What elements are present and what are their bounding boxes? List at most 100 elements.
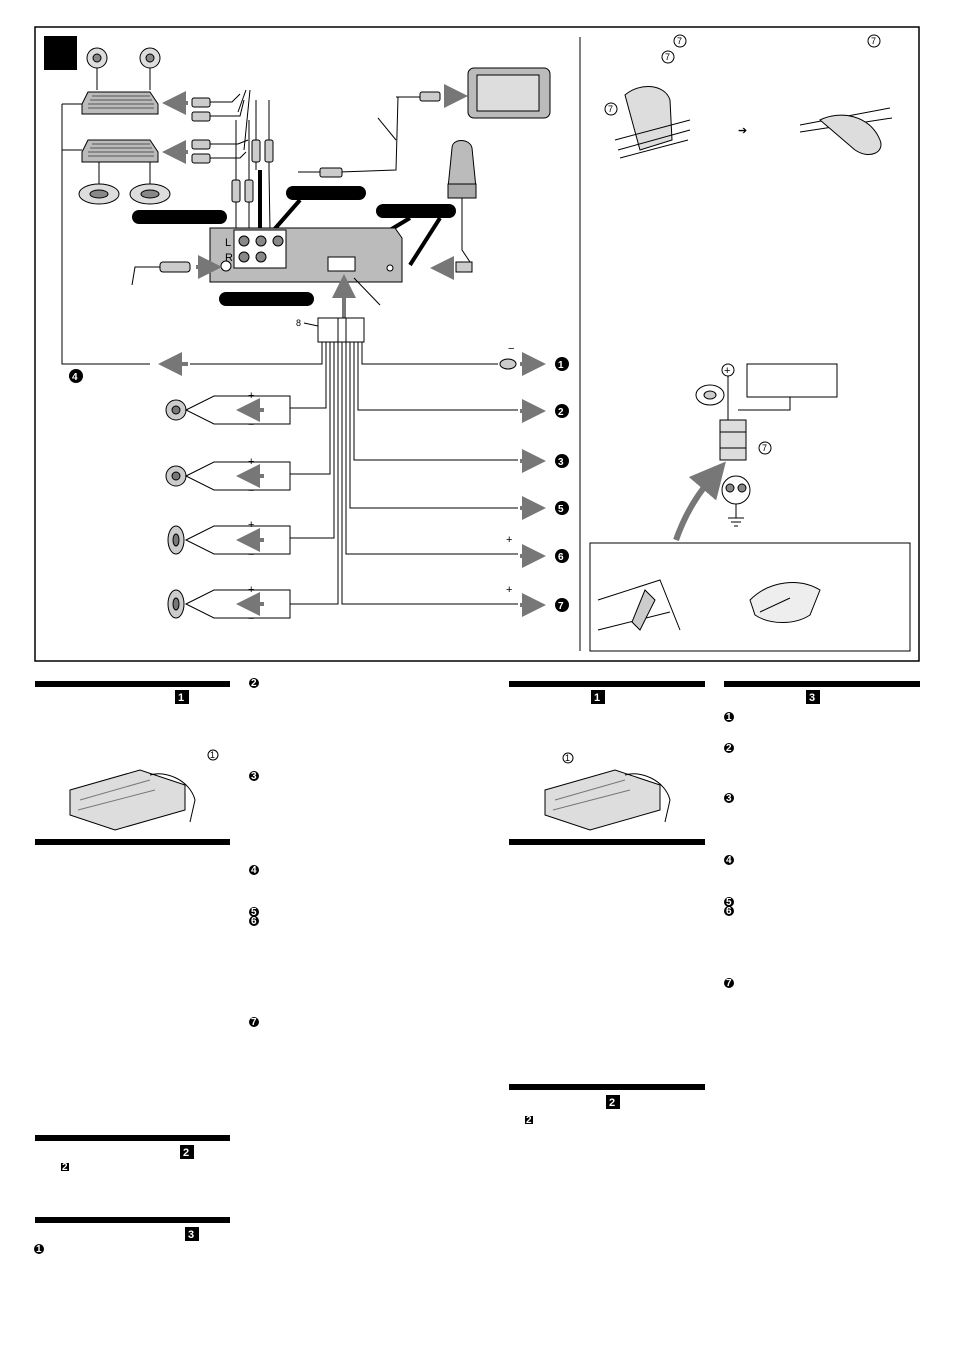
svg-text:6: 6 xyxy=(558,552,564,563)
wire-output-3: 3 xyxy=(520,449,569,473)
svg-text:+: + xyxy=(724,365,730,377)
monitor-rca-plug xyxy=(419,91,441,102)
left-heading-bar-3 xyxy=(35,1135,230,1141)
tweeter-speaker-left xyxy=(86,47,108,69)
svg-text:−: − xyxy=(248,613,254,625)
svg-text:+: + xyxy=(506,534,512,546)
callout-bar-right xyxy=(376,204,456,218)
speaker-front-right: +− xyxy=(165,456,291,497)
right-heading-1-number: 1 xyxy=(594,692,600,704)
rca-plug-group-vertical xyxy=(231,139,274,203)
svg-text:1: 1 xyxy=(558,360,564,371)
callout-bar-left xyxy=(132,210,227,224)
left-note-box-2 xyxy=(61,1163,69,1171)
far-heading-3-number: 3 xyxy=(809,692,815,704)
right-heading-box-1 xyxy=(591,690,605,704)
figure-marker-block xyxy=(44,36,77,70)
right-heading-bar-3 xyxy=(509,1084,705,1090)
right-callout-1: 1 xyxy=(565,753,570,763)
left-heading-box-1 xyxy=(175,690,189,704)
left-heading-box-3 xyxy=(185,1227,199,1241)
inset-detail-box xyxy=(589,542,911,652)
left-heading-1-number: 1 xyxy=(178,692,184,704)
svg-text:3: 3 xyxy=(558,457,564,468)
far-heading-bar-1 xyxy=(724,681,920,687)
speaker-front-left: +− xyxy=(165,390,291,431)
jack-label-r: R xyxy=(225,252,233,264)
callout-bar-middle xyxy=(286,186,366,200)
svg-text:−: − xyxy=(248,549,254,561)
svg-text:+: + xyxy=(506,584,512,596)
left-heading-2-number: 2 xyxy=(183,1147,189,1159)
svg-text:+: + xyxy=(248,456,254,468)
svg-text:2: 2 xyxy=(251,678,257,689)
head-unit-chassis xyxy=(209,227,403,283)
rear-speaker-oval-right xyxy=(129,183,171,205)
rotary-commander xyxy=(447,140,477,273)
svg-text:6: 6 xyxy=(251,916,257,927)
clip-callout-top-3: 7 xyxy=(871,36,876,46)
svg-text:6: 6 xyxy=(726,906,732,917)
clip-callout-top-2: 7 xyxy=(665,52,670,62)
left-heading-bar-4 xyxy=(35,1217,230,1223)
wire-output-1: 1 xyxy=(520,352,569,376)
svg-text:4: 4 xyxy=(726,855,732,866)
mounting-sleeve-right xyxy=(544,769,671,831)
left-step-1: 1 xyxy=(36,1244,42,1255)
left-callout-1: 1 xyxy=(210,750,215,760)
svg-text:1: 1 xyxy=(726,712,732,723)
right-note-2-number: 2 xyxy=(526,1115,532,1126)
right-heading-bar-2 xyxy=(509,839,705,845)
svg-text:7: 7 xyxy=(558,601,564,612)
left-heading-bar-1 xyxy=(35,681,230,687)
far-step-badges: 1 2 3 4 5 6 7 xyxy=(724,712,734,989)
svg-text:4: 4 xyxy=(251,865,257,876)
wire-output-6: 6 + xyxy=(506,534,569,568)
power-amplifier-upper xyxy=(81,91,159,115)
mounting-sleeve-left xyxy=(69,769,196,831)
inset-hand-clip-illustration xyxy=(749,582,821,623)
arrow-right-icon: ➔ xyxy=(738,125,747,137)
svg-text:7: 7 xyxy=(726,978,732,989)
amp-remote-wire-4: 4 xyxy=(69,369,83,383)
part-callout-8: 8 xyxy=(296,318,301,328)
left-note-2-number: 2 xyxy=(62,1162,68,1173)
svg-text:3: 3 xyxy=(726,793,732,804)
svg-text:5: 5 xyxy=(726,897,732,908)
ground-minus-sign: − xyxy=(508,343,514,355)
wire-output-7: 7 + xyxy=(506,584,569,617)
callout-bar-bottom xyxy=(219,292,314,306)
clip-callout-top-1: 7 xyxy=(677,36,682,46)
svg-text:+: + xyxy=(248,519,254,531)
antenna-plug xyxy=(131,261,191,286)
video-rca-plug xyxy=(319,167,343,178)
svg-text:5: 5 xyxy=(558,504,564,515)
right-note-box-2 xyxy=(525,1116,533,1124)
power-amplifier-lower xyxy=(81,139,159,163)
svg-text:4: 4 xyxy=(72,372,78,383)
left-heading-3-number: 3 xyxy=(188,1229,194,1241)
inset-car-panel-illustration xyxy=(597,579,681,631)
right-heading-2-number: 2 xyxy=(609,1097,615,1109)
jack-label-l: L xyxy=(225,237,231,249)
rca-plug-group-upper xyxy=(191,97,211,164)
svg-text:5: 5 xyxy=(251,907,257,918)
middle-step-badges: 2 3 4 5 6 7 xyxy=(249,678,259,1028)
wire-harness-connector xyxy=(317,317,365,343)
svg-text:3: 3 xyxy=(251,771,257,782)
svg-text:+: + xyxy=(248,390,254,402)
speaker-rear-right: +− xyxy=(167,584,291,625)
tweeter-speaker-right xyxy=(139,47,161,69)
power-fuse-assembly: + xyxy=(695,363,838,527)
monitor-display xyxy=(467,67,551,119)
cable-clip-illustration xyxy=(614,86,691,159)
right-heading-bar-1 xyxy=(509,681,705,687)
far-heading-box-3 xyxy=(806,690,820,704)
wire-output-5: 5 xyxy=(520,496,569,520)
diagram-frame xyxy=(34,26,920,662)
svg-text:−: − xyxy=(248,485,254,497)
svg-text:2: 2 xyxy=(558,407,564,418)
pliers-illustration xyxy=(799,107,893,155)
clip-callout-left: 7 xyxy=(608,104,613,114)
